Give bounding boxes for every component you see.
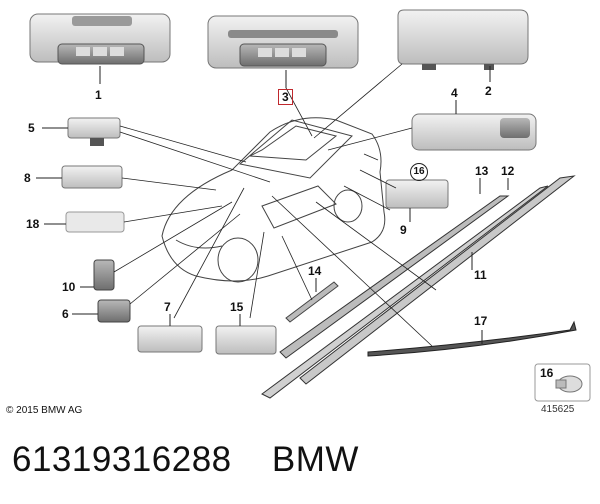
callout-18: 18 — [26, 217, 40, 231]
callout-5: 5 — [28, 121, 35, 135]
part-1-roof-console — [29, 13, 171, 84]
copyright-text: © 2015 BMW AG — [6, 405, 83, 416]
callout-16: 16 — [410, 163, 428, 181]
part-18-lamp — [44, 211, 125, 233]
part-17-strip — [367, 320, 577, 357]
part-5-lamp — [42, 117, 121, 146]
callout-17: 17 — [474, 314, 488, 328]
callout-9: 9 — [400, 223, 407, 237]
part-2-cover — [397, 9, 529, 82]
callout-4: 4 — [451, 86, 458, 100]
callout-8: 8 — [24, 171, 31, 185]
bulb-16-icon — [534, 363, 591, 402]
image-number: 415625 — [541, 404, 575, 415]
leader-lines — [113, 63, 437, 347]
part-6-connector — [72, 299, 131, 323]
part-4-light — [411, 100, 537, 151]
callout-15: 15 — [230, 300, 244, 314]
footer: 61319316288 BMW — [12, 440, 359, 480]
callout-16-inset: 16 — [540, 366, 554, 380]
part-9-lamp — [385, 179, 449, 222]
callout-12: 12 — [501, 164, 515, 178]
callout-1: 1 — [95, 88, 102, 102]
part-3-roof-console — [207, 15, 359, 88]
part-10-connector — [80, 259, 115, 291]
callout-11: 11 — [474, 268, 487, 282]
parts-diagram — [29, 9, 591, 402]
trim-strips — [261, 175, 576, 399]
callout-13: 13 — [475, 164, 489, 178]
part-8-lamp — [36, 165, 123, 189]
callout-6: 6 — [62, 307, 69, 321]
part-15-lamp — [215, 314, 277, 355]
callout-2: 2 — [485, 84, 492, 98]
part-7-lamp — [137, 314, 203, 353]
callout-3: 3 — [278, 89, 293, 105]
brand-name: BMW — [271, 440, 359, 479]
part-number: 61319316288 — [12, 440, 232, 479]
callout-14: 14 — [308, 264, 322, 278]
callout-10: 10 — [62, 280, 76, 294]
part-14-trim — [285, 278, 339, 323]
callout-7: 7 — [164, 300, 171, 314]
car-outline — [161, 117, 386, 283]
